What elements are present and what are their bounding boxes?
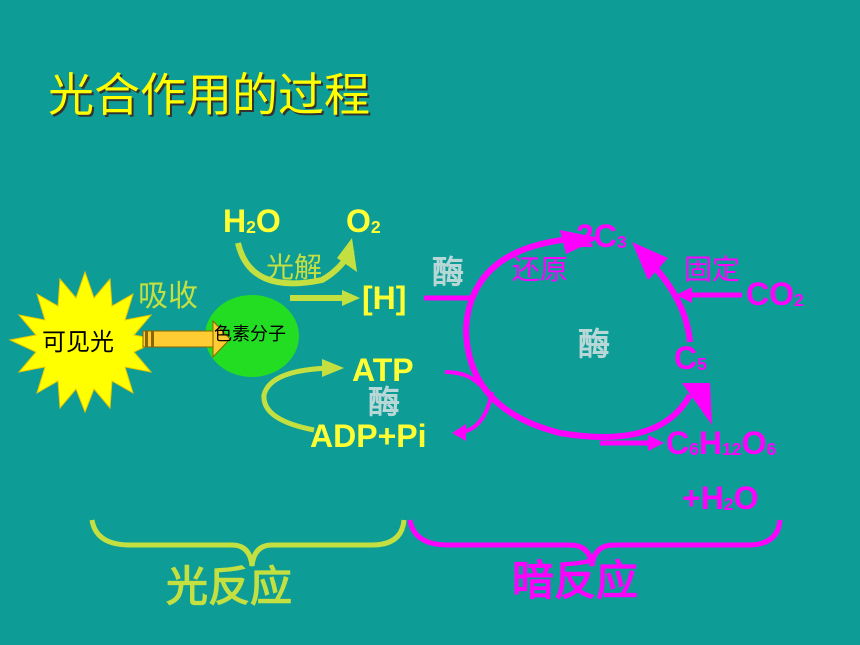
- light-reaction-brace: [89, 519, 407, 567]
- fixation-label: 固定: [684, 253, 741, 286]
- h-enzyme-label: 酶: [432, 253, 465, 291]
- atp-label: ATP: [352, 352, 414, 388]
- fixation-arrowhead: [632, 242, 668, 280]
- glucose-label: C6H12O6: [666, 425, 777, 461]
- cycle-to-adp-arrow: [461, 391, 494, 434]
- pigment-label: 色素分子: [214, 324, 286, 345]
- sun-icon: [8, 270, 162, 414]
- dark-reaction-label: 暗反应: [512, 556, 639, 605]
- cycle-enzyme-label: 酶: [578, 325, 611, 363]
- adp-label: ADP+Pi: [310, 418, 427, 454]
- sun-label: 可见光: [42, 328, 114, 356]
- c3-arrowhead: [560, 230, 600, 254]
- h-arrowhead: [342, 290, 360, 306]
- atp-cycle-arrow: [261, 365, 331, 433]
- reduction-label: 还原: [512, 253, 569, 286]
- atp-arrowhead: [322, 359, 344, 377]
- adp-arrowhead: [452, 424, 466, 441]
- photolysis-arrowhead: [337, 238, 357, 272]
- absorb-arrow: [142, 319, 231, 359]
- calvin-cycle-loop: [462, 235, 693, 441]
- o2-label: O2: [346, 203, 381, 239]
- dark-reaction-brace: [407, 519, 783, 567]
- c3-label: 2C3: [576, 218, 627, 254]
- light-reaction-label: 光反应: [166, 562, 293, 611]
- co2-arrowhead: [676, 287, 692, 303]
- pigment-molecule: [205, 295, 299, 377]
- h2o-label: H2O: [223, 203, 281, 239]
- cycle-arrowhead: [682, 383, 712, 425]
- photolysis-label: 光解: [266, 251, 323, 284]
- photolysis-arrow: [235, 242, 355, 287]
- c5-label: C5: [674, 340, 707, 376]
- page-title: 光合作用的过程: [48, 68, 370, 122]
- absorb-label: 吸收: [138, 279, 198, 314]
- co2-label: CO2: [746, 276, 804, 312]
- atp-enzyme-label: 酶: [368, 383, 401, 421]
- water-output-label: +H2O: [682, 480, 759, 516]
- glucose-arrowhead: [648, 435, 664, 451]
- h-label: [H]: [362, 280, 407, 316]
